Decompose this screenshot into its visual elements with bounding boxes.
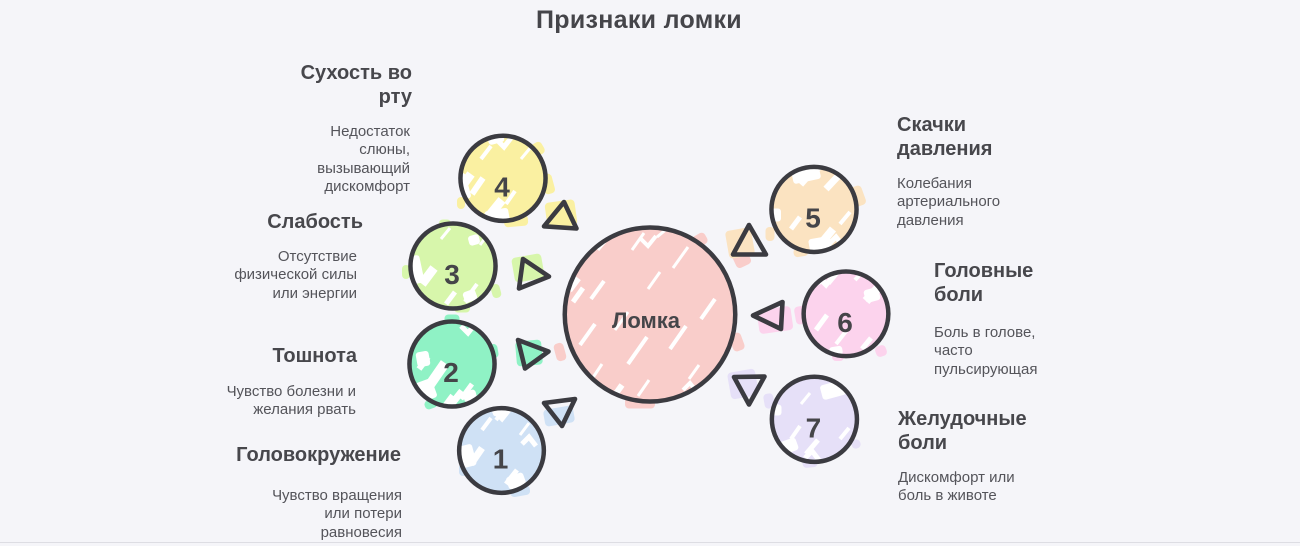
svg-text:Ломка: Ломка (612, 308, 681, 333)
svg-text:2: 2 (443, 357, 459, 388)
svg-text:4: 4 (494, 171, 510, 202)
svg-text:1: 1 (493, 444, 509, 475)
svg-text:3: 3 (444, 259, 460, 290)
svg-text:7: 7 (806, 412, 822, 443)
svg-text:6: 6 (837, 307, 853, 338)
svg-text:5: 5 (805, 202, 821, 233)
